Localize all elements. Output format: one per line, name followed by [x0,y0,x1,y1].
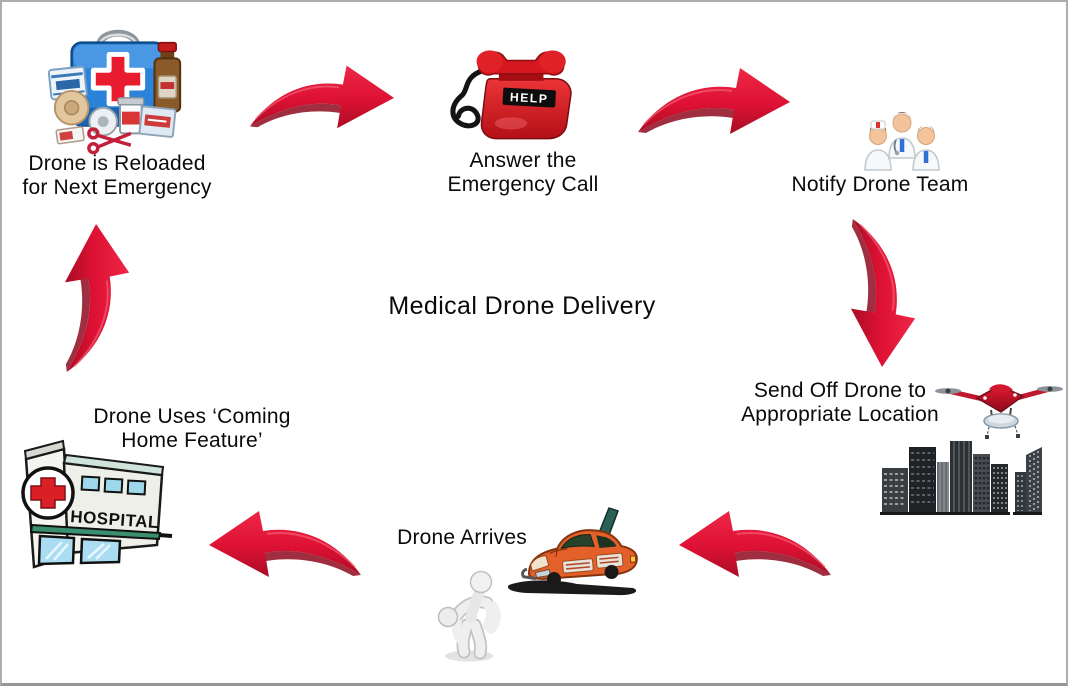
arrow-home-to-reload-icon [61,218,135,378]
hospital-icon: HOSPITAL [21,439,173,569]
phone-cord [450,68,486,129]
drone-icon [935,384,1063,439]
phone-help-text: HELP [510,90,549,106]
arrow-answer-to-notify-icon [632,62,796,138]
step-label-answer: Answer the Emergency Call [447,149,599,196]
step-label-reload: Drone is Reloaded for Next Emergency [22,152,212,199]
scissors [87,127,132,155]
medical-team-icon [864,112,940,171]
emergency-phone-icon: HELP [450,50,572,140]
small-packet [55,126,85,145]
step-label-notify: Notify Drone Team [791,173,969,196]
step-label-home: Drone Uses ‘Coming Home Feature’ [93,405,291,452]
city-skyline-icon [880,441,1042,515]
accident-scene-icon [507,507,638,596]
doctor-figure-right [912,125,940,171]
step-label-arrive: Drone Arrives [397,526,527,549]
arrow-notify-to-send-icon [847,214,921,372]
medicine-bottle [153,41,182,113]
bandage-roll [53,89,90,126]
rescuer-carrying-person-icon [437,570,501,662]
crashed-car [521,529,638,587]
nurse-figure [864,120,892,171]
compress-packet [138,105,177,138]
step-label-send: Send Off Drone to Appropriate Location [741,379,939,426]
gauze-packet [47,65,88,101]
first-aid-kit-icon [47,29,182,155]
doctor-figure-lead [888,112,916,159]
diagram-title: Medical Drone Delivery [388,292,656,320]
arrow-reload-to-answer-icon [240,60,404,132]
arrow-arrive-to-home-icon [200,505,370,581]
pill-jar [117,97,145,135]
tape-roll [88,106,118,137]
arrow-send-to-arrive-icon [670,505,840,581]
